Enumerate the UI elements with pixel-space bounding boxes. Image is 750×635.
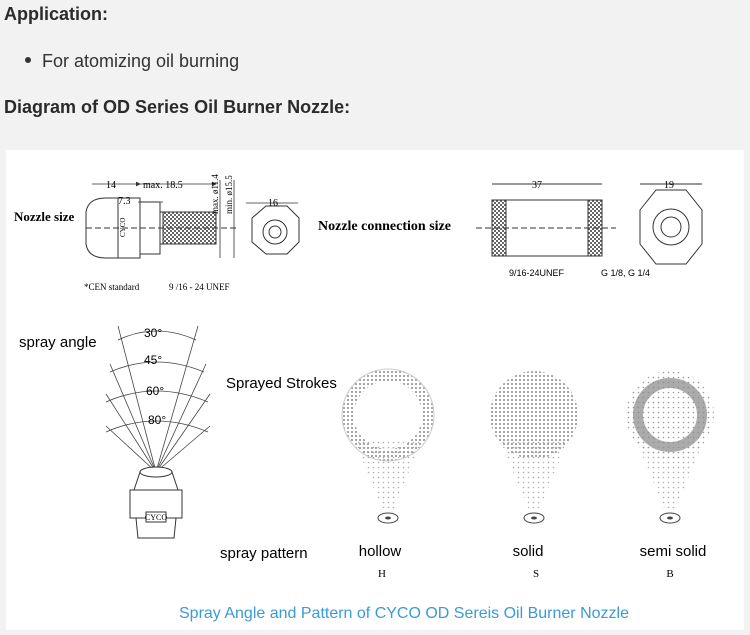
angle-45: 45° — [144, 353, 162, 367]
nozzle-size-label: Nozzle size — [14, 209, 75, 224]
hex-end-view-left — [251, 205, 300, 255]
nozzle-diagram-figure: Nozzle size CYCO 14 max. 18.5 7.3 max. ø… — [6, 150, 744, 630]
nozzle-3d-view — [129, 466, 183, 539]
application-item-text: For atomizing oil burning — [42, 51, 240, 71]
nozzle-3d-brand: CYCO — [145, 513, 167, 522]
application-list-item: For atomizing oil burning — [25, 51, 239, 72]
thread-right-label: 9/16-24UNEF — [509, 268, 565, 278]
dim-16: 16 — [268, 198, 278, 209]
sprayed-strokes-label: Sprayed Strokes — [226, 375, 337, 392]
dim-max-11-4: max. ø11.4 — [210, 174, 220, 214]
dim-min-15-5: min. ø15.5 — [224, 175, 234, 214]
pattern-hollow-code: H — [378, 568, 386, 580]
angle-80: 80° — [148, 413, 166, 427]
figure-caption: Spray Angle and Pattern of CYCO OD Serei… — [179, 605, 629, 622]
nozzle-side-view — [85, 197, 238, 259]
nozzle-brand-mark: CYCO — [119, 218, 127, 237]
hex-end-view-right — [639, 183, 703, 265]
angle-60: 60° — [146, 384, 164, 398]
angle-30: 30° — [144, 326, 162, 340]
dim-19: 19 — [664, 180, 674, 191]
pattern-semi-solid-code: B — [666, 568, 673, 580]
pattern-solid-name: solid — [513, 543, 544, 560]
pattern-solid-code: S — [533, 568, 539, 580]
thread-left-label: 9 /16 - 24 UNEF — [169, 282, 230, 292]
bullet-icon — [25, 57, 31, 64]
pattern-hollow-name: hollow — [359, 543, 402, 560]
pipe-thread-label: G 1/8, G 1/4 — [601, 268, 650, 278]
cen-standard-note: *CEN standard — [84, 282, 140, 292]
dim-7-3: 7.3 — [118, 196, 131, 207]
connection-side-view — [476, 183, 616, 257]
dim-14: 14 — [106, 180, 116, 191]
pattern-solid-graphic — [490, 371, 578, 524]
pattern-semi-solid-name: semi solid — [640, 543, 707, 560]
diagram-heading: Diagram of OD Series Oil Burner Nozzle: — [4, 97, 351, 117]
spray-angle-label: spray angle — [19, 334, 97, 351]
application-heading: Application: — [4, 4, 108, 24]
dimension-lines — [92, 180, 298, 258]
dim-max-18-5: max. 18.5 — [143, 180, 183, 191]
connection-size-label: Nozzle connection size — [318, 219, 451, 234]
spray-pattern-label: spray pattern — [220, 545, 308, 562]
pattern-semi-solid-graphic — [626, 371, 714, 524]
dim-37: 37 — [532, 180, 542, 191]
spray-angle-fan — [105, 325, 211, 473]
pattern-hollow-graphic — [341, 368, 435, 524]
